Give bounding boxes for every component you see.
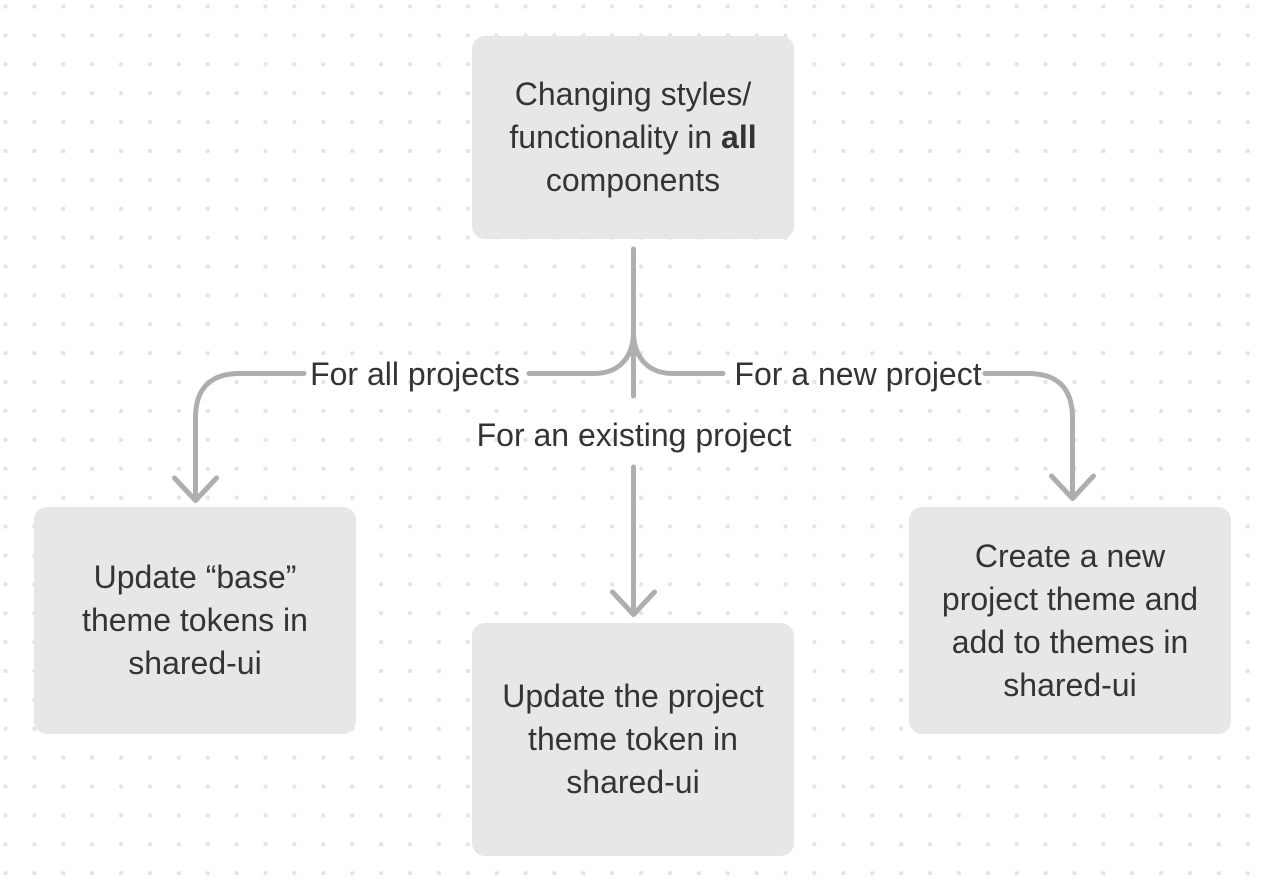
arrowhead-left-icon [172, 475, 219, 503]
node-text-line: shared-ui [566, 764, 700, 800]
edge-label-for-an-existing-project: For an existing project [476, 417, 792, 453]
node-update-project-token-text: Update the project theme token in shared… [502, 675, 764, 804]
node-text-line: Update the project [502, 678, 764, 714]
node-text-line: add to themes in [951, 623, 1189, 660]
arrowhead-middle-icon [610, 589, 657, 617]
node-text-line: functionality in all [509, 119, 757, 155]
node-text-line: theme tokens in [82, 602, 308, 638]
connector-flare-right [631, 329, 726, 376]
edge-label-for-all-projects: For all projects [310, 356, 520, 392]
connector-branch-right [982, 371, 1075, 501]
node-changing-styles-text: Changing styles/ functionality in all co… [509, 73, 756, 202]
node-text-line: Update “base” [93, 559, 297, 595]
node-changing-styles: Changing styles/ functionality in all co… [472, 36, 794, 239]
node-text-line: project theme and [941, 580, 1199, 617]
node-update-base-tokens: Update “base” theme tokens in shared-ui [34, 507, 356, 734]
node-create-new-theme: Create a new project theme and add to th… [909, 507, 1231, 734]
node-create-new-theme-text: Create a new project theme and add to th… [942, 535, 1198, 707]
node-update-base-tokens-text: Update “base” theme tokens in shared-ui [82, 556, 308, 685]
node-text-line: Changing styles/ [514, 76, 752, 112]
node-text-line: shared-ui [1003, 666, 1137, 703]
arrowhead-right-icon [1049, 473, 1096, 501]
edge-label-for-a-new-project: For a new project [734, 356, 982, 392]
node-text-line: theme token in [528, 721, 738, 757]
bold-all: all [721, 119, 757, 155]
node-text-line: Create a new [974, 537, 1166, 574]
connector-branch-left [193, 371, 307, 503]
node-text-line: shared-ui [128, 645, 262, 681]
node-update-project-token: Update the project theme token in shared… [472, 623, 794, 856]
node-text-line: components [545, 162, 721, 198]
connector-flare-left [526, 329, 636, 376]
